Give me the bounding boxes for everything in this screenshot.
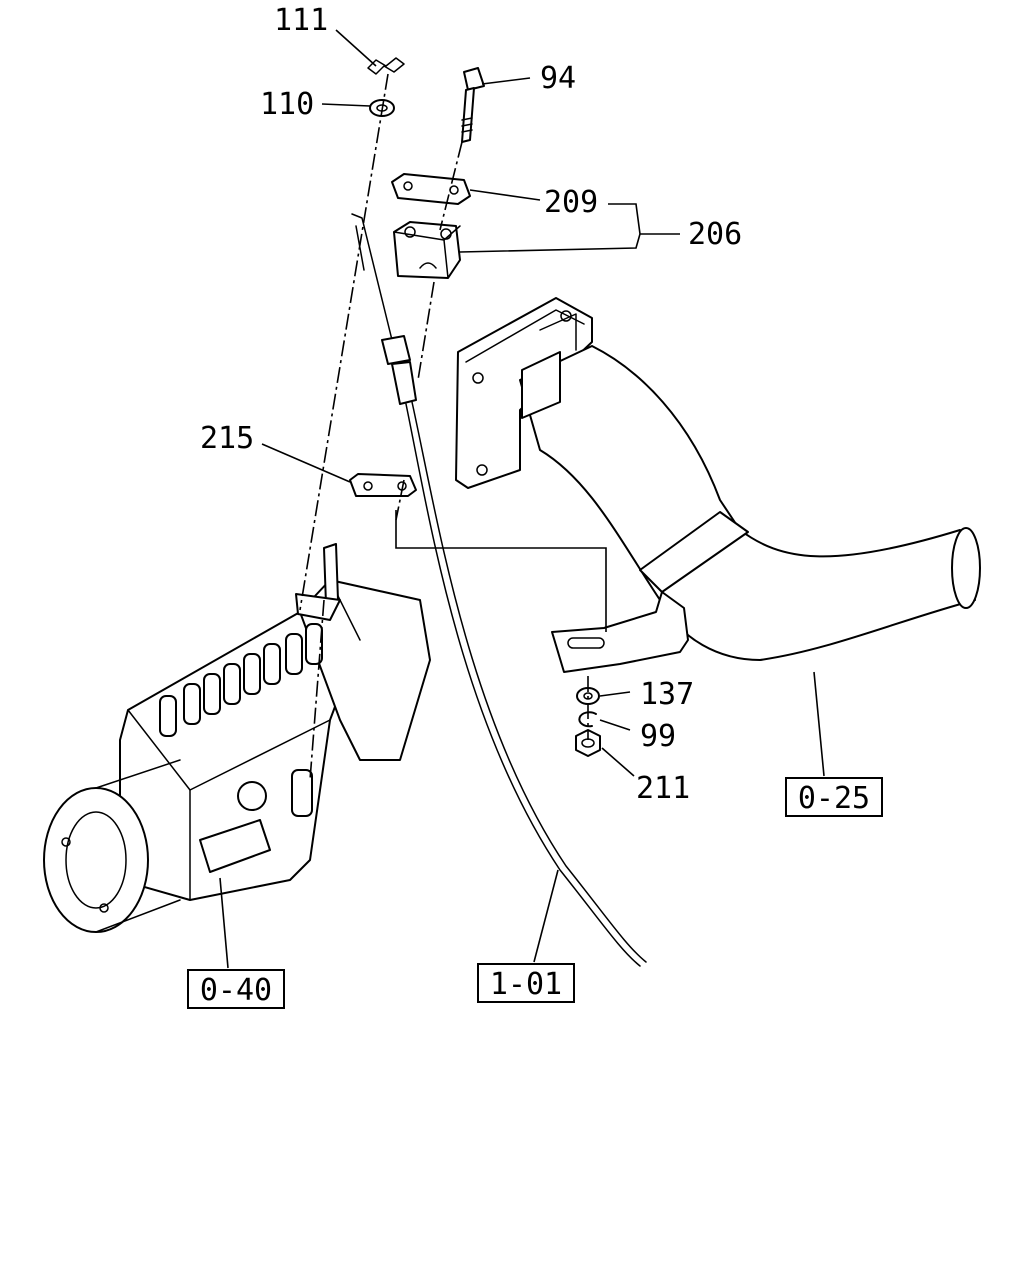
assembly-line-3 [417,281,435,381]
bracket-reference-line [395,510,607,632]
clamp-block-206 [393,221,461,279]
callout-209: 209 [544,185,598,220]
leader-110 [321,103,371,107]
leader-0-25 [813,671,825,777]
reference-box-0-40: 0-40 [187,969,285,1009]
callout-111: 111 [274,3,328,38]
leader-215 [261,443,351,483]
leader-111 [335,29,377,67]
reference-0-25: 0-25 [798,781,870,816]
reference-box-1-01: 1-01 [477,963,575,1003]
assembly-line-4 [395,479,405,521]
callout-110: 110 [260,87,314,122]
plate-215 [349,473,417,497]
control-cable [351,213,647,967]
callout-94: 94 [540,61,576,96]
leader-0-40 [219,877,229,969]
clip-111 [367,57,405,75]
callout-211: 211 [636,771,690,806]
leader-211 [601,747,635,777]
leader-99 [599,719,631,731]
bolt-94 [461,67,485,143]
callout-99: 99 [640,719,676,754]
reference-box-0-25: 0-25 [785,777,883,817]
leader-206 [459,203,680,253]
injection-pump [43,543,431,933]
assembly-line-6 [309,599,325,781]
delivery-valves [159,623,323,737]
assembly-line-1 [299,73,389,611]
leader-1-01 [533,869,559,963]
exhaust-pipe [455,297,981,673]
leader-209 [469,189,541,201]
callout-215: 215 [200,421,254,456]
assembly-line-2 [439,141,463,231]
leader-94 [481,77,531,85]
reference-1-01: 1-01 [490,967,562,1002]
leader-137 [599,691,631,697]
lock-washer-99 [578,711,597,728]
callout-206: 206 [688,217,742,252]
callout-137: 137 [640,677,694,712]
clamp-plate-209 [391,173,471,205]
reference-0-40: 0-40 [200,973,272,1008]
